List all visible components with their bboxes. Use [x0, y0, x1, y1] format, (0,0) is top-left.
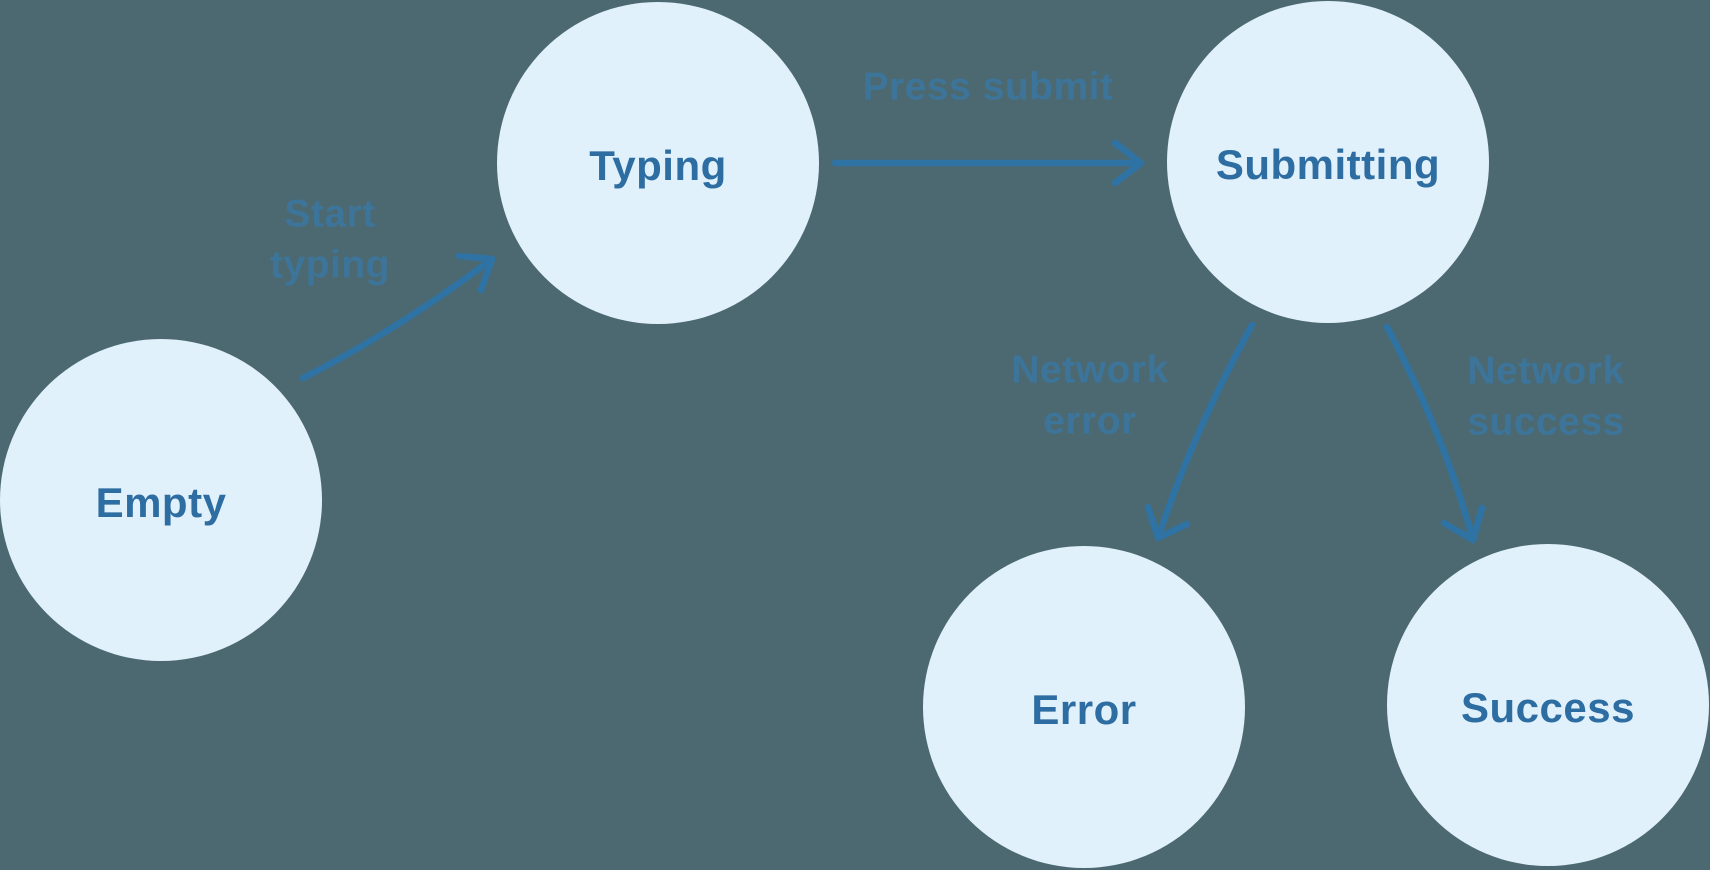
arrowhead-icon — [1144, 503, 1191, 542]
state-node-error: Error — [923, 546, 1245, 868]
arrow-start-typing — [299, 252, 496, 382]
arrow-network-success — [1383, 323, 1486, 544]
arrow-press-submit — [831, 139, 1145, 187]
arrowhead-icon — [1440, 504, 1486, 544]
edge-label-network-error: Network error — [1011, 348, 1169, 443]
state-node-label: Typing — [589, 142, 727, 189]
state-node-label: Empty — [95, 479, 227, 526]
state-node-success: Success — [1387, 544, 1709, 866]
arrowhead-icon — [455, 252, 496, 294]
state-node-submitting: Submitting — [1167, 1, 1489, 323]
state-node-label: Submitting — [1215, 141, 1441, 188]
state-node-label: Error — [1031, 686, 1137, 733]
state-node-typing: Typing — [497, 2, 819, 324]
edge-label-network-success: Network success — [1467, 349, 1625, 444]
edge-label-start-typing: Start typing — [270, 192, 390, 287]
edge-label-press-submit: Press submit — [862, 65, 1114, 109]
state-node-label: Success — [1461, 684, 1635, 731]
arrowhead-icon — [1111, 139, 1145, 187]
arrow-network-error — [1144, 321, 1256, 542]
state-node-empty: Empty — [0, 339, 322, 661]
